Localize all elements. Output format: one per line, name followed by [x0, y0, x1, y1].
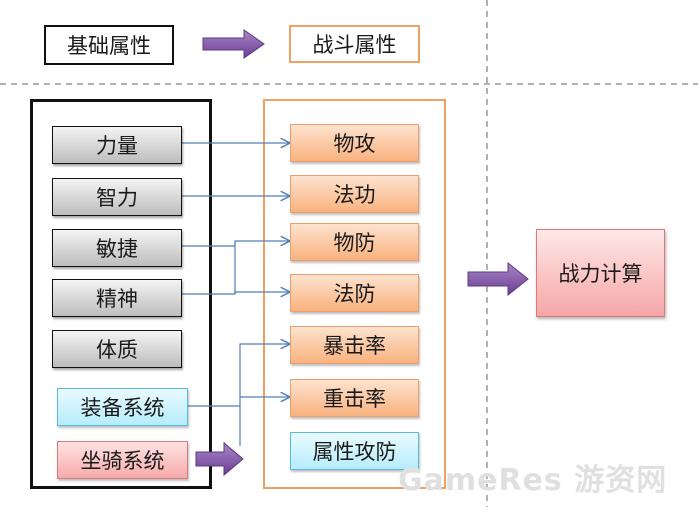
mount-arrow	[195, 441, 244, 477]
legend-arrow	[202, 29, 265, 59]
base-attr-spirit: 精神	[52, 279, 182, 317]
result-arrow	[467, 261, 529, 297]
combat-attr-physical-attack: 物攻	[290, 124, 419, 162]
base-attr-label: 智力	[96, 186, 138, 210]
combat-power-label: 战力计算	[558, 262, 643, 286]
base-attr-label: 敏捷	[96, 237, 138, 261]
combat-attr-elemental: 属性攻防	[290, 432, 419, 470]
base-attr-label: 精神	[96, 287, 138, 311]
mount-system: 坐骑系统	[57, 441, 188, 479]
combat-attributes-frame	[263, 99, 446, 489]
combat-attr-label: 法防	[333, 282, 376, 306]
legend-combat-attributes: 战斗属性	[289, 25, 420, 63]
legend-base-label: 基础属性	[67, 34, 151, 58]
base-attr-intelligence: 智力	[52, 178, 182, 216]
base-attr-constitution: 体质	[52, 330, 182, 368]
combat-attr-label: 物防	[333, 231, 376, 255]
combat-power-calculation: 战力计算	[536, 229, 665, 317]
base-attr-strength: 力量	[52, 126, 182, 164]
base-attr-label: 力量	[96, 134, 138, 158]
watermark-sub: 游资网	[574, 463, 668, 498]
combat-attr-label: 法功	[333, 183, 376, 207]
combat-attr-crit-rate: 暴击率	[290, 326, 419, 364]
combat-attr-heavy-hit-rate: 重击率	[290, 379, 419, 417]
combat-attr-magic-defense: 法防	[290, 274, 419, 312]
equipment-system: 装备系统	[57, 388, 188, 426]
combat-attr-magic-attack: 法功	[290, 175, 419, 213]
legend-combat-label: 战斗属性	[312, 33, 397, 57]
combat-attr-label: 物攻	[333, 132, 376, 156]
base-attr-label: 体质	[96, 338, 138, 362]
watermark: GameRes 游资网	[398, 455, 667, 499]
base-attr-agility: 敏捷	[52, 229, 182, 267]
combat-attr-label: 重击率	[323, 387, 386, 411]
combat-attr-label: 属性攻防	[312, 440, 397, 464]
legend-base-attributes: 基础属性	[44, 25, 174, 65]
combat-attr-label: 暴击率	[323, 334, 386, 358]
equipment-system-label: 装备系统	[80, 396, 165, 420]
mount-system-label: 坐骑系统	[80, 449, 165, 473]
combat-attr-physical-defense: 物防	[290, 223, 419, 261]
watermark-brand: GameRes	[398, 463, 563, 498]
